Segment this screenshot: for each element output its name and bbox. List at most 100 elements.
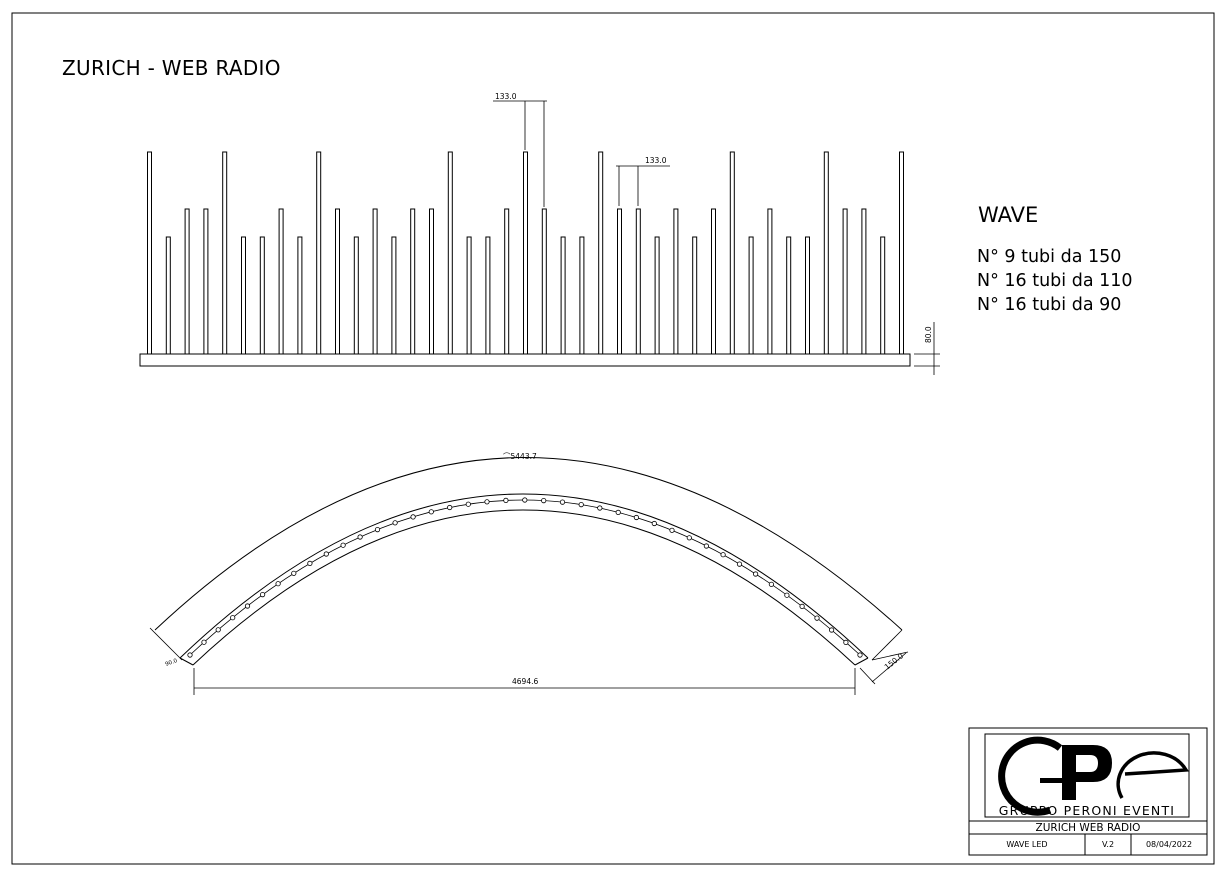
- wave-spec-line: N° 16 tubi da 90: [977, 295, 1122, 315]
- wave-spec-line: N° 16 tubi da 110: [977, 271, 1133, 291]
- tube: [485, 236, 491, 355]
- base-plate: [139, 353, 911, 367]
- led-dot: [484, 499, 490, 505]
- led-dot: [633, 514, 640, 521]
- led-dot: [392, 520, 398, 526]
- tube: [541, 208, 547, 355]
- led-dot: [323, 551, 329, 557]
- led-dot: [559, 499, 566, 505]
- led-dot: [752, 571, 759, 577]
- tube: [165, 236, 171, 355]
- led-dot: [686, 535, 692, 541]
- logo-p-shape: [1062, 745, 1112, 800]
- tube: [786, 236, 792, 355]
- tube: [259, 236, 265, 355]
- date-label: 08/04/2022: [1145, 840, 1193, 849]
- led-dot: [669, 527, 675, 533]
- led-dot: [597, 505, 603, 511]
- item-name: WAVE LED: [1006, 840, 1048, 849]
- tube: [579, 236, 585, 355]
- arc-left-ext: [149, 627, 183, 661]
- led-dot: [465, 501, 471, 507]
- base-height-dimension-label: 80.0: [924, 326, 933, 343]
- band-width-label: 150.0: [883, 651, 906, 671]
- tube: [617, 208, 622, 355]
- sheet-border: [11, 12, 1215, 865]
- spacing-dimension-1: [493, 100, 547, 207]
- gpe-logo: [998, 736, 1189, 816]
- led-dot: [784, 592, 790, 598]
- tube: [222, 151, 228, 355]
- band-inner-edge: [192, 509, 856, 666]
- logo-frame: [984, 733, 1190, 818]
- tube: [147, 151, 152, 355]
- led-dot: [447, 504, 453, 511]
- led-dot: [578, 501, 584, 508]
- spacing-dimension-2-label: 133.0: [645, 156, 667, 165]
- tube: [447, 151, 453, 355]
- wave-title: WAVE: [978, 203, 1039, 227]
- led-dot: [768, 581, 775, 587]
- tube: [297, 236, 303, 355]
- led-dot: [541, 497, 547, 504]
- arc-right-ext: [871, 629, 903, 661]
- led-dot: [857, 652, 863, 658]
- project-name: ZURICH WEB RADIO: [1035, 822, 1141, 834]
- band-outer-edge: [179, 493, 869, 659]
- tube: [861, 208, 867, 355]
- led-dot: [843, 639, 849, 646]
- tube: [391, 236, 397, 355]
- tube: [241, 236, 246, 355]
- tube: [823, 151, 829, 355]
- width-ext-1: [859, 667, 876, 685]
- led-dot: [215, 627, 221, 633]
- tube: [711, 208, 716, 355]
- led-dot: [244, 603, 251, 609]
- width-ext-2: [871, 651, 909, 661]
- tube: [598, 151, 604, 355]
- spacing-dimension-2: [616, 165, 670, 206]
- width-dimension-line: [871, 652, 907, 683]
- tube: [278, 208, 284, 355]
- tube: [692, 236, 698, 355]
- small-dimension-label: 90.0: [165, 658, 179, 668]
- logo-g-arc: [998, 736, 1063, 816]
- band-left-end: [179, 657, 194, 666]
- spacing-dimension-1-label: 133.0: [495, 92, 517, 101]
- led-dot: [259, 591, 266, 598]
- led-center-line: [189, 499, 861, 656]
- drawing-title: ZURICH - WEB RADIO: [62, 56, 281, 80]
- led-dot: [340, 542, 346, 548]
- plan-view: [149, 457, 909, 695]
- tube: [842, 208, 848, 355]
- led-dot: [428, 509, 434, 515]
- led-dot: [828, 627, 835, 633]
- tube: [184, 208, 190, 355]
- led-dot: [720, 552, 726, 558]
- led-dot: [615, 509, 621, 516]
- led-dot: [799, 603, 805, 610]
- tube: [353, 236, 359, 355]
- tube: [335, 208, 340, 355]
- tube-group: [147, 151, 904, 355]
- led-dot: [814, 615, 820, 621]
- tube: [899, 151, 904, 355]
- tube: [523, 151, 528, 355]
- led-dot: [307, 560, 313, 567]
- led-dot: [410, 514, 416, 520]
- led-dot: [703, 543, 710, 549]
- tube: [504, 208, 510, 355]
- company-name: GRUPPO PERONI EVENTI: [998, 803, 1176, 818]
- led-dot-group: [187, 497, 863, 658]
- logo-e-arc: [1116, 751, 1189, 799]
- led-dot: [201, 639, 207, 645]
- tube: [429, 208, 434, 355]
- led-dot: [357, 534, 363, 540]
- led-dot: [291, 570, 297, 576]
- led-dot: [503, 497, 509, 503]
- led-dot: [736, 561, 743, 567]
- tube: [203, 208, 209, 355]
- led-dot: [651, 520, 657, 527]
- title-block-frame: [968, 727, 1208, 856]
- led-dot: [522, 497, 528, 503]
